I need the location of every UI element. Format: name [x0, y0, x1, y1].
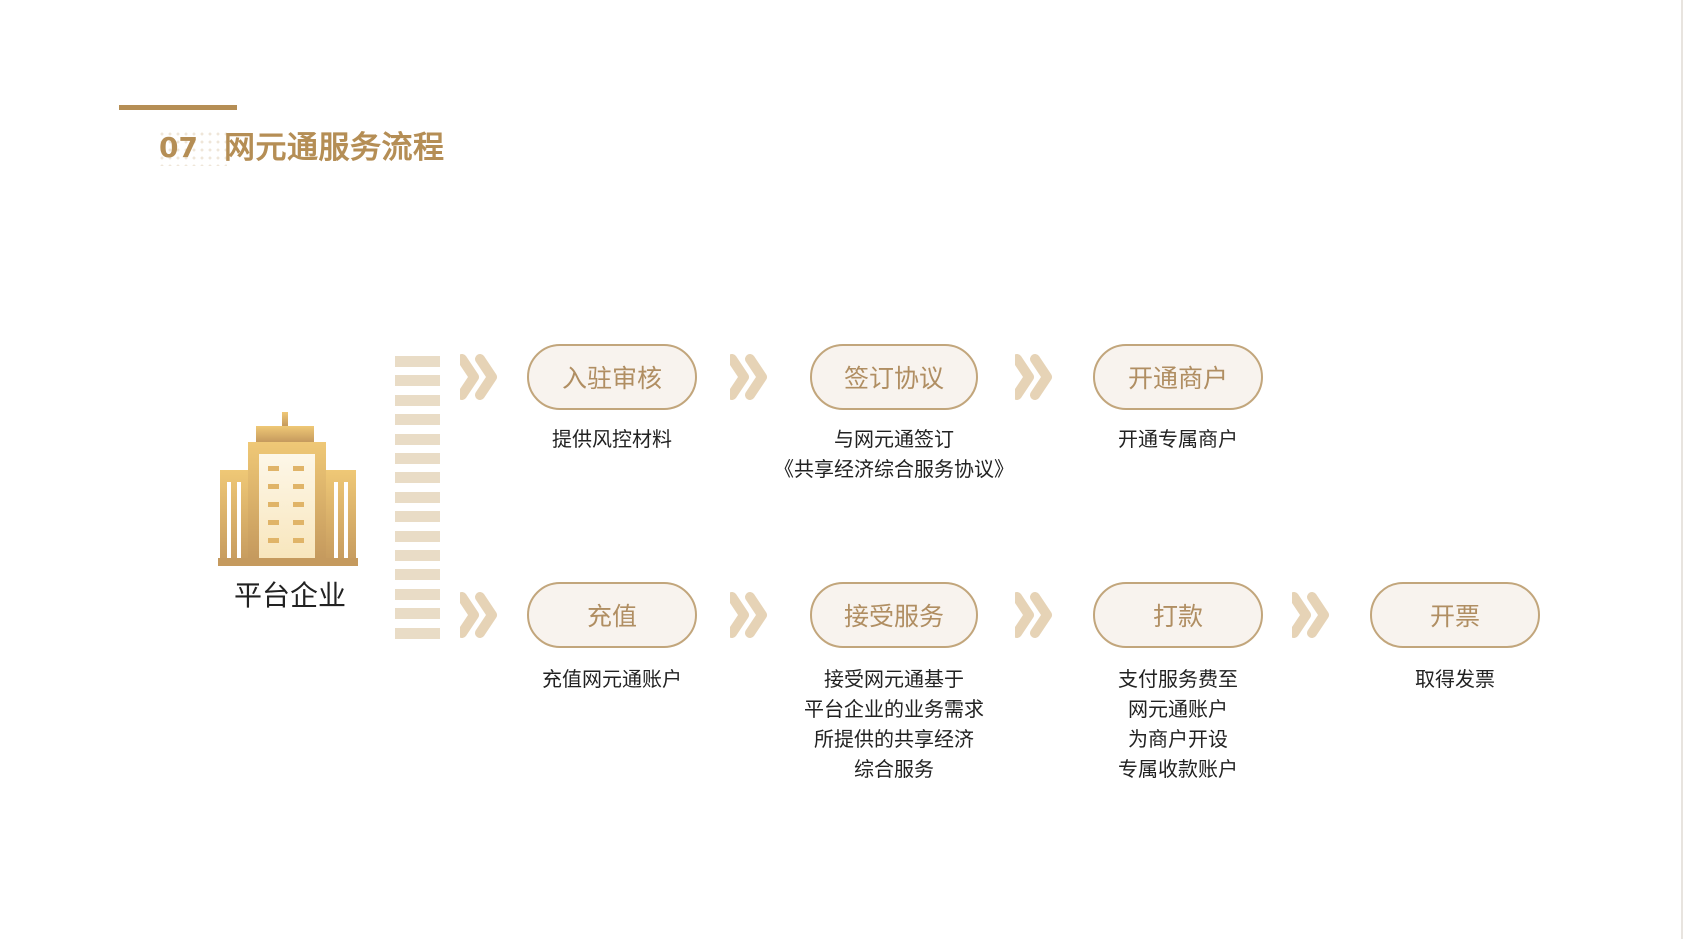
- step-description-line: 综合服务: [854, 757, 934, 781]
- divider-stripe: [395, 394, 440, 406]
- divider-stripe: [395, 491, 440, 503]
- step-description-invoice: 取得发票: [1325, 664, 1585, 694]
- step-description-line: 支付服务费至: [1118, 667, 1238, 691]
- divider-stripe: [395, 550, 440, 561]
- step-pill-review: 入驻审核: [527, 344, 697, 410]
- step-description-line: 《共享经济综合服务协议》: [774, 457, 1014, 481]
- step-description-merchant: 开通专属商户: [1048, 424, 1308, 454]
- step-description-line: 与网元通签订: [834, 427, 954, 451]
- step-pill-merchant: 开通商户: [1093, 344, 1263, 410]
- step-description-line: 专属收款账户: [1118, 757, 1238, 781]
- flow-arrow-icon: [730, 354, 767, 400]
- divider-stripe: [395, 608, 440, 620]
- flow-arrow-icon: [1015, 354, 1052, 400]
- company-label: 平台企业: [233, 579, 346, 612]
- step-pill-invoice: 开票: [1370, 582, 1540, 648]
- step-pill-service: 接受服务: [810, 582, 978, 648]
- flow-arrow-icon: [460, 592, 497, 638]
- step-description-line: 为商户开设: [1128, 727, 1228, 751]
- step-description-line: 所提供的共享经济: [814, 727, 974, 751]
- divider-stripes: [395, 356, 440, 641]
- step-description-recharge: 充值网元通账户: [482, 664, 742, 694]
- divider-stripe: [395, 356, 440, 367]
- building-icon: [218, 412, 358, 566]
- divider-stripe: [395, 530, 440, 542]
- step-pill-recharge: 充值: [527, 582, 697, 648]
- step-description-line: 提供风控材料: [552, 427, 672, 451]
- divider-stripe: [395, 375, 440, 387]
- step-description-line: 接受网元通基于: [824, 667, 964, 691]
- step-description-line: 开通专属商户: [1118, 427, 1238, 451]
- section-number: 07: [158, 130, 227, 166]
- divider-stripe: [395, 414, 440, 426]
- divider-stripe: [395, 569, 440, 581]
- step-description-line: 平台企业的业务需求: [804, 697, 984, 721]
- step-description-line: 取得发票: [1415, 667, 1495, 691]
- step-description-review: 提供风控材料: [482, 424, 742, 454]
- flow-arrow-icon: [1292, 592, 1329, 638]
- page-title: 网元通服务流程: [224, 130, 445, 166]
- header-accent-rule: [119, 105, 237, 110]
- divider-stripe: [395, 472, 440, 484]
- flow-arrow-icon: [460, 354, 497, 400]
- flow-arrow-icon: [730, 592, 767, 638]
- divider-stripe: [395, 511, 440, 523]
- divider-stripe: [395, 588, 440, 600]
- step-description-agreement: 与网元通签订《共享经济综合服务协议》: [764, 424, 1024, 484]
- divider-stripe: [395, 433, 440, 445]
- step-description-line: 充值网元通账户: [542, 667, 682, 691]
- step-description-line: 网元通账户: [1128, 697, 1228, 721]
- step-pill-agreement: 签订协议: [810, 344, 978, 410]
- divider-stripe: [395, 453, 440, 464]
- step-pill-payment: 打款: [1093, 582, 1263, 648]
- step-description-service: 接受网元通基于平台企业的业务需求所提供的共享经济综合服务: [764, 664, 1024, 784]
- divider-stripe: [395, 627, 440, 639]
- flow-arrow-icon: [1015, 592, 1052, 638]
- step-description-payment: 支付服务费至网元通账户为商户开设专属收款账户: [1048, 664, 1308, 784]
